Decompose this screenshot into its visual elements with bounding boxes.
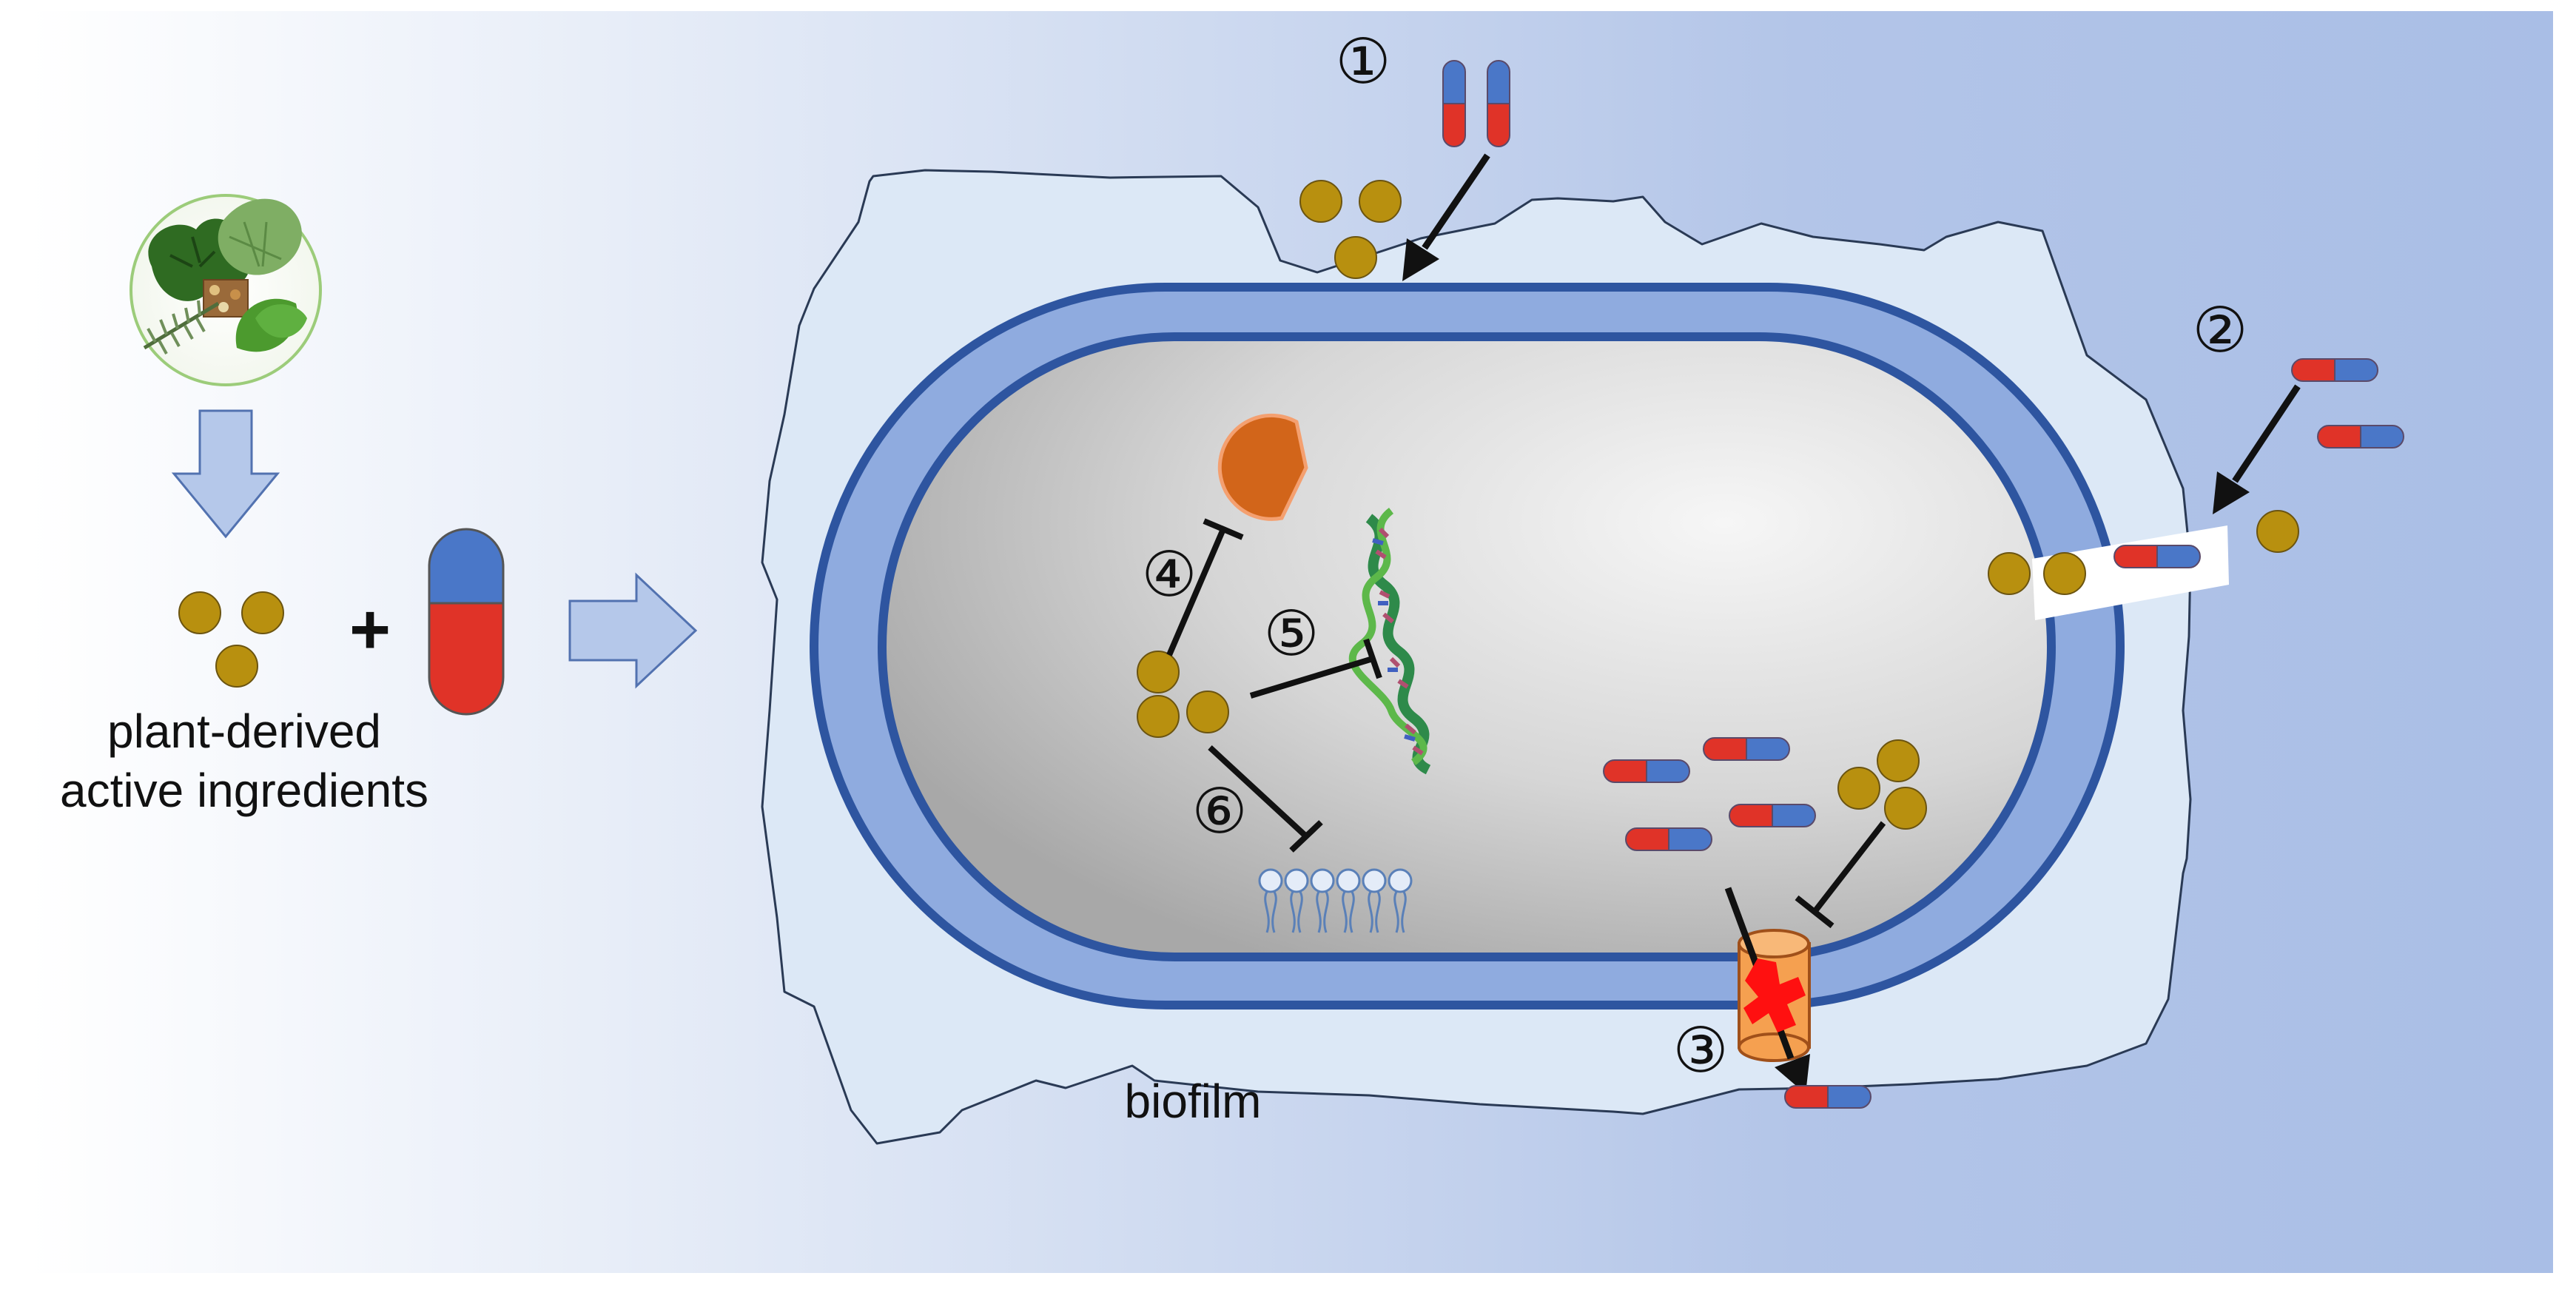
right-arrow: [568, 572, 698, 689]
step-6-label: ⑥: [1191, 776, 1247, 846]
inhibition-line-step3: [1795, 821, 1886, 929]
step-2-label: ②: [2192, 295, 2247, 365]
arrow-step2: [2213, 384, 2301, 514]
block-cross-icon: [1743, 958, 1806, 1032]
enzyme-pacman-icon: [1217, 413, 1308, 521]
cytoplasm: [878, 332, 2056, 961]
phospholipid-membrane-icon: [1258, 868, 1413, 933]
compound-dot-step2: [2256, 510, 2299, 553]
dna-helix-icon: [1348, 508, 1431, 775]
biofilm-label: biofilm: [1125, 1075, 1262, 1128]
step-3-label: ③: [1672, 1015, 1728, 1085]
capsule-porin: [2113, 545, 2201, 568]
inhibition-line-step6: [1208, 745, 1323, 853]
step-5-label: ⑤: [1263, 599, 1319, 668]
inhibition-line-step5: [1249, 638, 1382, 699]
arrow-step1: [1402, 153, 1490, 281]
step-1-label: ①: [1335, 27, 1390, 96]
inhibition-line-step4: [1166, 518, 1244, 656]
capsule-expelled: [1784, 1085, 1872, 1109]
herbs-photo-icon: [130, 194, 322, 386]
plant-label-line2: active ingredients: [60, 764, 428, 817]
plus-sign: +: [349, 590, 391, 669]
antibiotic-capsule-icon: [428, 528, 505, 716]
step-4-label: ④: [1141, 540, 1197, 609]
plant-label-line1: plant-derived: [107, 705, 381, 758]
down-arrow: [171, 409, 280, 539]
